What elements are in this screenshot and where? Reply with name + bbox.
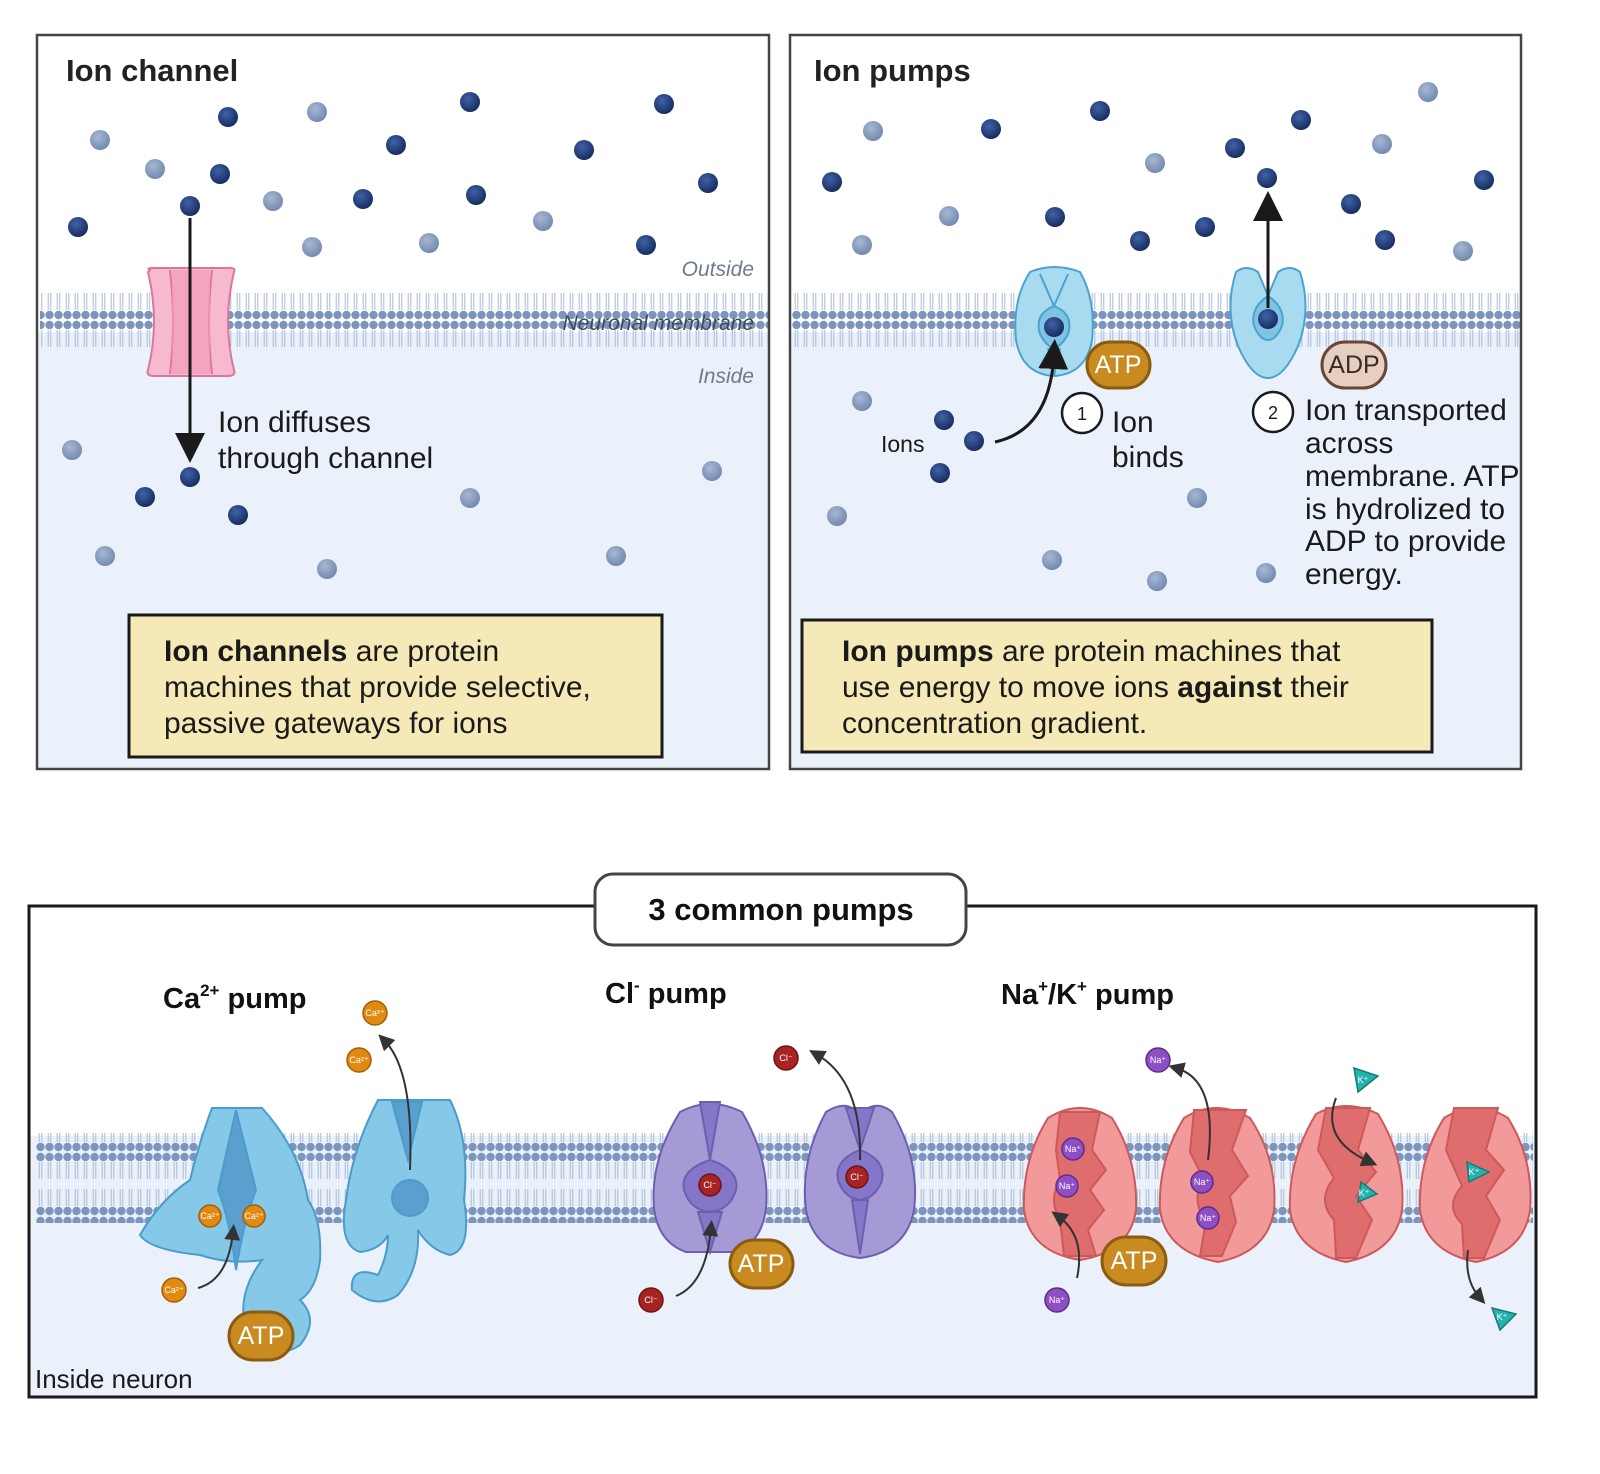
svg-text:Na⁺: Na⁺ xyxy=(1200,1213,1217,1223)
inside-label: Inside xyxy=(698,365,754,388)
na-release-arrow xyxy=(1168,1062,1211,1161)
svg-text:energy.: energy. xyxy=(1305,558,1403,591)
caption-line1: Ion channels are protein xyxy=(164,635,499,668)
ion-channel-panel: Ion channel Outside Neuronal membrane In… xyxy=(35,33,771,771)
ions-label: Ions xyxy=(881,431,924,457)
panel-title: Ion channel xyxy=(66,53,238,88)
nak-atp-badge: ATP xyxy=(1100,1235,1168,1287)
step-2: 2 Ion transported across membrane. ATP i… xyxy=(1251,390,1520,591)
common-pumps-title-tab: 3 common pumps xyxy=(593,872,968,947)
atp-badge: ATP xyxy=(1085,340,1152,390)
svg-text:Ca²⁺: Ca²⁺ xyxy=(349,1055,369,1065)
svg-text:Cl⁻: Cl⁻ xyxy=(850,1172,863,1182)
svg-text:Ion: Ion xyxy=(1112,406,1154,439)
ca-pump-title: Ca2+ pump xyxy=(163,981,306,1015)
na-ion-inside: Na⁺ xyxy=(1044,1287,1070,1313)
svg-text:Na⁺: Na⁺ xyxy=(1065,1144,1082,1154)
common-pumps-panel: 3 common pumps Ca2+ pump Cl- pump Na+/K+… xyxy=(27,872,1538,1399)
svg-text:2: 2 xyxy=(1268,403,1278,423)
binding-arrow xyxy=(994,339,1069,444)
ion-pumps-inside-ions xyxy=(827,391,1276,591)
svg-text:ATP: ATP xyxy=(1111,1247,1158,1275)
k-release-arrow xyxy=(1466,1249,1486,1304)
na-ion-outside: Na⁺ xyxy=(1145,1047,1171,1073)
nak-pump-title: Na+/K+ pump xyxy=(1001,977,1174,1011)
cl-ion-outside: Cl⁻ xyxy=(773,1045,799,1071)
inside-neuron-label: Inside neuron xyxy=(35,1364,193,1394)
svg-text:Cl⁻: Cl⁻ xyxy=(703,1180,716,1190)
svg-text:Cl⁻: Cl⁻ xyxy=(779,1053,792,1063)
membrane-label: Neuronal membrane xyxy=(563,312,754,335)
svg-text:ATP: ATP xyxy=(238,1322,285,1350)
k-ion-outside: K⁺ xyxy=(1353,1066,1380,1094)
caption-line1: Ion pumps are protein machines that xyxy=(842,635,1341,668)
ion-pumps-panel: Ion pumps xyxy=(788,33,1523,771)
caption-line3: passive gateways for ions xyxy=(164,707,508,740)
nak-pump-4: K⁺ xyxy=(1418,1107,1532,1264)
svg-text:Na⁺: Na⁺ xyxy=(1150,1055,1167,1065)
nak-pump-3: K⁺ xyxy=(1288,1105,1404,1264)
cl-atp-badge: ATP xyxy=(728,1238,795,1290)
ca-release-arrow xyxy=(378,1034,412,1171)
ion-channel-ions xyxy=(62,92,722,579)
caption-line2: use energy to move ions against their xyxy=(842,671,1349,704)
ion-pump-binding-state xyxy=(1014,266,1094,378)
svg-text:membrane. ATP: membrane. ATP xyxy=(1305,460,1520,493)
cl-pump-open: Cl⁻ xyxy=(803,1104,917,1260)
svg-text:ATP: ATP xyxy=(1095,351,1142,379)
step-1: 1 Ion binds xyxy=(1060,391,1184,474)
svg-text:Na⁺: Na⁺ xyxy=(1049,1295,1066,1305)
svg-text:3 common pumps: 3 common pumps xyxy=(648,892,913,927)
membrane-bilayer xyxy=(792,290,1521,354)
ion-pumps-outside-ions xyxy=(822,82,1494,261)
cl-release-arrow xyxy=(809,1050,862,1161)
na-binding-arrow xyxy=(1051,1211,1081,1279)
caption-line3: concentration gradient. xyxy=(842,707,1147,740)
svg-text:K⁺: K⁺ xyxy=(1469,1167,1480,1177)
adp-badge: ADP xyxy=(1320,340,1388,390)
k-binding-arrow xyxy=(1331,1097,1378,1167)
svg-text:Ca²⁺: Ca²⁺ xyxy=(365,1008,385,1018)
svg-text:K⁺: K⁺ xyxy=(1358,1075,1369,1085)
svg-text:Na⁺: Na⁺ xyxy=(1059,1181,1076,1191)
cl-ion-inside: Cl⁻ xyxy=(638,1287,664,1313)
svg-text:ATP: ATP xyxy=(738,1250,785,1278)
svg-text:K⁺: K⁺ xyxy=(1359,1188,1370,1198)
svg-text:across: across xyxy=(1305,427,1393,460)
panel-title: Ion pumps xyxy=(814,53,971,88)
ca-ions-outside: Ca²⁺ Ca²⁺ xyxy=(346,1000,388,1073)
ion-channel-caption-box: Ion channels are protein machines that p… xyxy=(127,613,664,759)
svg-text:Cl⁻: Cl⁻ xyxy=(644,1295,657,1305)
svg-text:Ion transported: Ion transported xyxy=(1305,394,1507,427)
ca-atp-badge: ATP xyxy=(227,1310,295,1362)
cl-binding-arrow xyxy=(675,1220,719,1297)
panel-border xyxy=(35,33,771,771)
svg-text:is hydrolized to: is hydrolized to xyxy=(1305,493,1505,526)
ca-binding-arrow xyxy=(197,1224,241,1289)
svg-text:ADP to provide: ADP to provide xyxy=(1305,525,1506,558)
k-ion-inside: K⁺ xyxy=(1490,1306,1518,1332)
svg-text:Ca²⁺: Ca²⁺ xyxy=(244,1211,264,1221)
svg-text:Na⁺: Na⁺ xyxy=(1194,1177,1211,1187)
svg-text:1: 1 xyxy=(1077,404,1087,424)
svg-text:Ca²⁺: Ca²⁺ xyxy=(200,1211,220,1221)
caption-line2: machines that provide selective, xyxy=(164,671,591,704)
ca-pump-open xyxy=(342,1099,468,1303)
svg-text:K⁺: K⁺ xyxy=(1497,1312,1508,1322)
cl-pump-title: Cl- pump xyxy=(605,976,727,1010)
svg-text:Ca²⁺: Ca²⁺ xyxy=(164,1285,184,1295)
diffuse-label-line1: Ion diffuses xyxy=(218,406,371,439)
svg-text:ADP: ADP xyxy=(1328,351,1379,379)
diffuse-label-line2: through channel xyxy=(218,442,433,475)
ion-pumps-caption-box: Ion pumps are protein machines that use … xyxy=(800,618,1434,754)
svg-text:binds: binds xyxy=(1112,441,1184,474)
ion-pump-open-state xyxy=(1229,267,1307,380)
cl-pump-closed: Cl⁻ xyxy=(652,1101,768,1256)
nak-pump-2: Na⁺ Na⁺ xyxy=(1158,1107,1276,1264)
panel-border xyxy=(788,33,1523,771)
ca-ion-inside: Ca²⁺ xyxy=(161,1277,187,1303)
outside-label: Outside xyxy=(682,258,754,281)
